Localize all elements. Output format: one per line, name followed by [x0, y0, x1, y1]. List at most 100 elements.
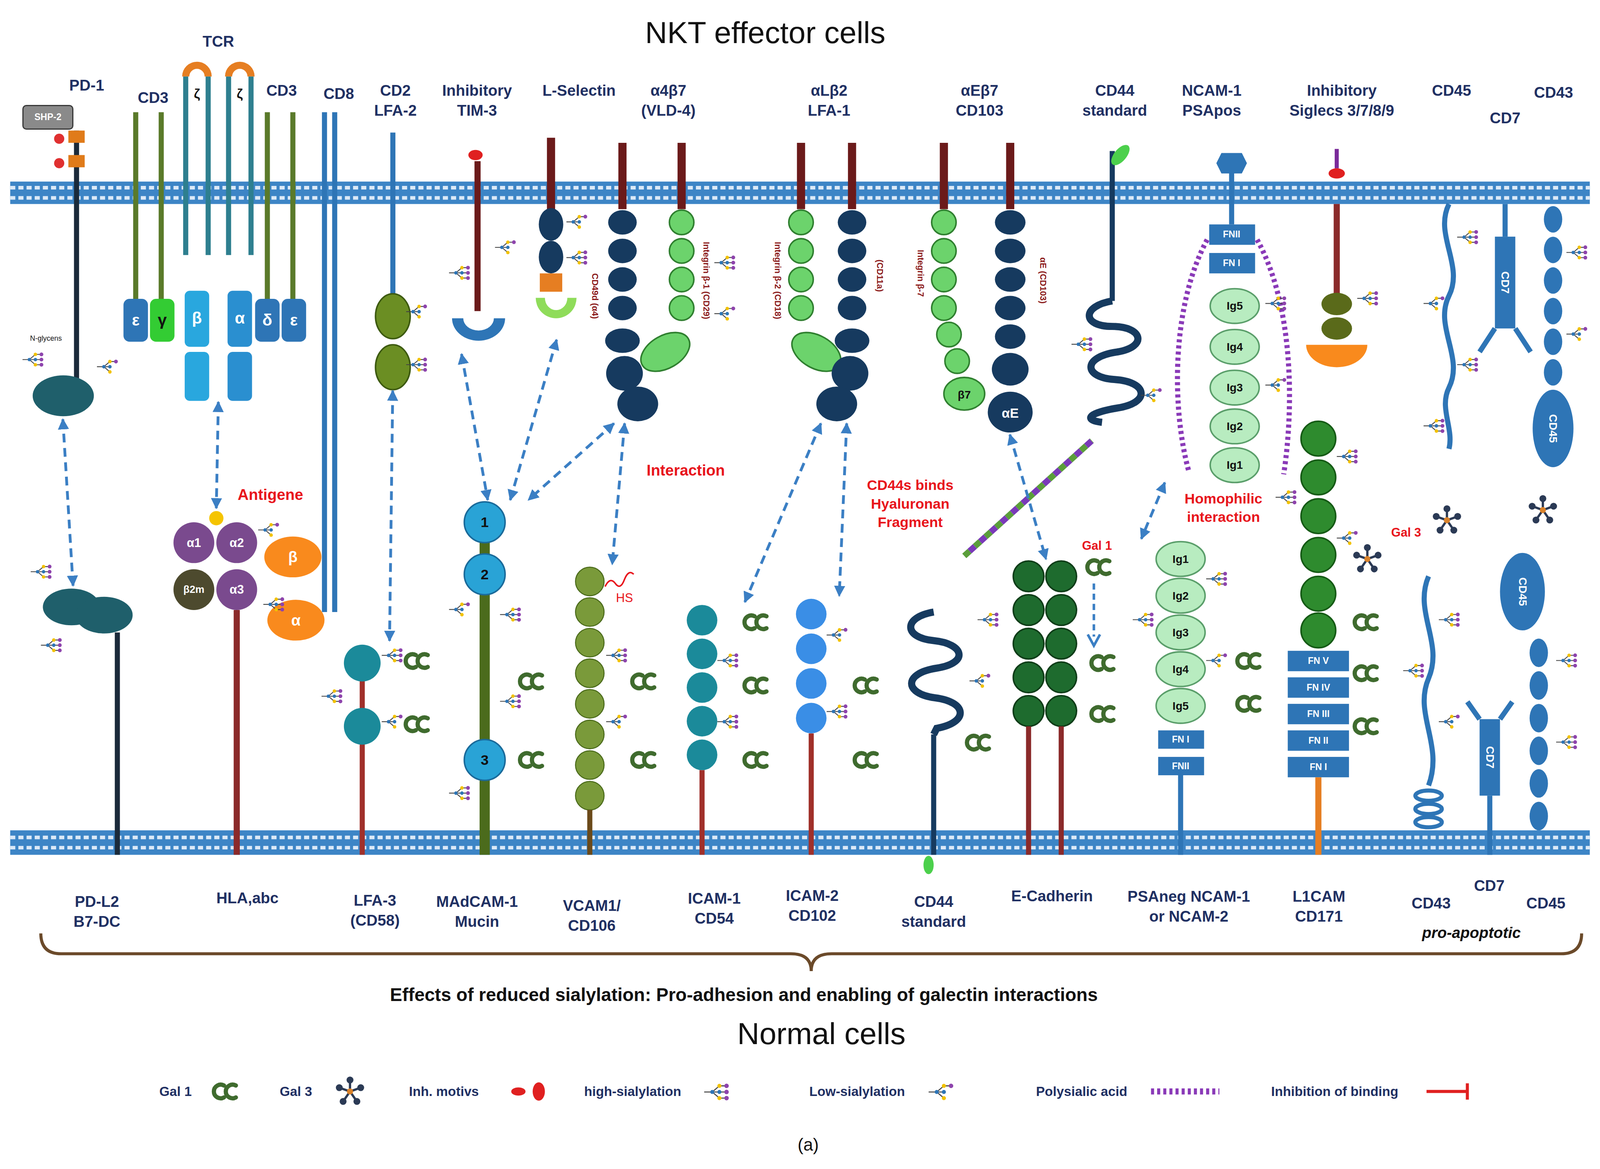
part-label-holder: β: [191, 307, 202, 329]
bracket: [40, 933, 1582, 972]
part-label: Integrin β-1 (CD29): [700, 241, 712, 320]
part-label: δ: [262, 309, 273, 331]
molecule-name: TCR: [202, 31, 235, 52]
interaction-arrow: [1141, 482, 1166, 540]
glycan: [826, 628, 848, 642]
pro-apoptotic-receptors: [1532, 205, 1574, 468]
galectin-1: [744, 753, 767, 767]
ncam-receptor: [1177, 239, 1207, 472]
molecule-name: αEβ7 CD103: [954, 80, 1005, 121]
cell-membrane: [10, 845, 1591, 850]
integrin-aeb7: [994, 238, 1026, 263]
cd3-complex: [281, 298, 307, 342]
part-label: N-glycens: [29, 333, 62, 344]
icam2-ligand: [796, 598, 827, 630]
molecule-name: MAdCAM-1 Mucin: [434, 891, 520, 932]
legend-samples: [1465, 1083, 1470, 1100]
l1cam-ligand: [1301, 460, 1336, 495]
e-cadherin: [1045, 594, 1077, 626]
legend-text: Inh. motivs: [408, 1083, 479, 1101]
molecule-node: L-Selectin: [525, 80, 633, 340]
part-label-holder: Ig4: [1172, 661, 1190, 677]
glycan: [566, 250, 587, 265]
integrin-a4b7: [608, 295, 637, 320]
part-label-holder: α2: [229, 535, 244, 552]
legend-samples: [1426, 1090, 1468, 1094]
integrin-a4b7: [617, 386, 658, 422]
part-label: Ig3: [1172, 625, 1190, 640]
icam1-ligand: [699, 770, 705, 855]
galectin-1: [854, 678, 877, 693]
interaction-arrow: [510, 339, 557, 501]
glycan: [826, 704, 848, 719]
integrin-a4b7: [618, 142, 627, 210]
cd3-complex: [123, 298, 148, 342]
pro-apoptotic-receptors: [1543, 359, 1563, 386]
part-label-holder: 2: [480, 565, 489, 585]
figure-caption: (a): [797, 1133, 819, 1157]
pro-apoptotic-receptors: [1529, 671, 1549, 700]
integrin-aeb7: [991, 353, 1029, 386]
part-label: Effects of reduced sialylation: Pro-adhe…: [389, 983, 1098, 1008]
ncam-receptor: [1156, 651, 1206, 687]
part-label-holder: CD7: [1482, 745, 1498, 769]
pro-apoptotic-receptors: [1529, 703, 1549, 733]
legend-samples: [213, 1076, 1468, 1105]
icam1-ligand: [686, 672, 718, 704]
interaction-arrow: [744, 423, 822, 603]
glycan: [1336, 449, 1358, 464]
legend-text: Inhibition of binding: [1271, 1083, 1399, 1101]
pro-apoptotic-receptors: [1543, 298, 1563, 325]
part-label-holder: δ: [262, 309, 273, 331]
pro-apoptotic-receptors: [1479, 719, 1500, 796]
part-label: β7: [957, 387, 971, 403]
integrin-aeb7: [931, 142, 1033, 433]
part-label-holder: Normal cells: [737, 1013, 906, 1054]
glycan: [1206, 653, 1227, 668]
part-label-holder: β7: [957, 387, 971, 403]
part-label: α: [291, 610, 301, 631]
part-label-holder: FN II: [1308, 734, 1329, 747]
interaction-arrow: [389, 390, 393, 641]
pro-apoptotic-receptors: [1415, 790, 1442, 801]
tcr-complex: [184, 351, 210, 401]
molecule-name: CD2 LFA-2: [372, 80, 418, 121]
part-label: α2: [229, 535, 244, 552]
legend-text-holder: Gal 1: [159, 1083, 192, 1101]
part-label: α1: [186, 535, 202, 552]
part-label-holder: Ig1: [1226, 458, 1243, 473]
integrin-a4b7: [669, 210, 694, 235]
integrin-alb2: [847, 142, 856, 210]
enzyme-box: SHP-2: [22, 104, 74, 130]
ncam-receptor: [1156, 688, 1206, 724]
l1cam-ligand: [1287, 703, 1349, 725]
part-label: 1: [480, 513, 489, 532]
molecule-name: L1CAM CD171: [1291, 886, 1347, 927]
pd1-receptor: [73, 130, 80, 380]
madcam1-ligand: [464, 553, 506, 595]
molecule-node: CD2 LFA-2: [362, 80, 429, 391]
part-label-holder: 1: [480, 513, 489, 532]
integrin-aeb7: [944, 348, 970, 374]
ncam-receptor: [1209, 252, 1256, 274]
pdl2-ligand: [114, 632, 121, 855]
part-label: Ig5: [1172, 698, 1190, 714]
cd3-complex: [158, 112, 164, 301]
glycan: [1556, 734, 1577, 749]
part-label: FN I: [1222, 257, 1241, 270]
molecule-node: αLβ2 LFA-1: [770, 80, 888, 424]
glycan: [22, 214, 1588, 800]
l-selectin: [538, 240, 563, 274]
l1cam-ligand: [1287, 677, 1349, 698]
cd44-receptor: [923, 855, 934, 875]
molecule-node: MAdCAM-1 Mucin: [423, 499, 531, 932]
part-label: Gal 1: [1082, 537, 1113, 554]
pro-apoptotic-receptors: [1415, 803, 1442, 815]
tcr-complex: [183, 76, 189, 255]
part-label-holder: Ig4: [1226, 339, 1243, 355]
legend-samples: [928, 1083, 954, 1101]
madcam1-ligand: [464, 739, 506, 781]
ncam-receptor: [1158, 730, 1205, 749]
part-label: CD44s binds Hyaluronan Fragment: [865, 476, 955, 533]
